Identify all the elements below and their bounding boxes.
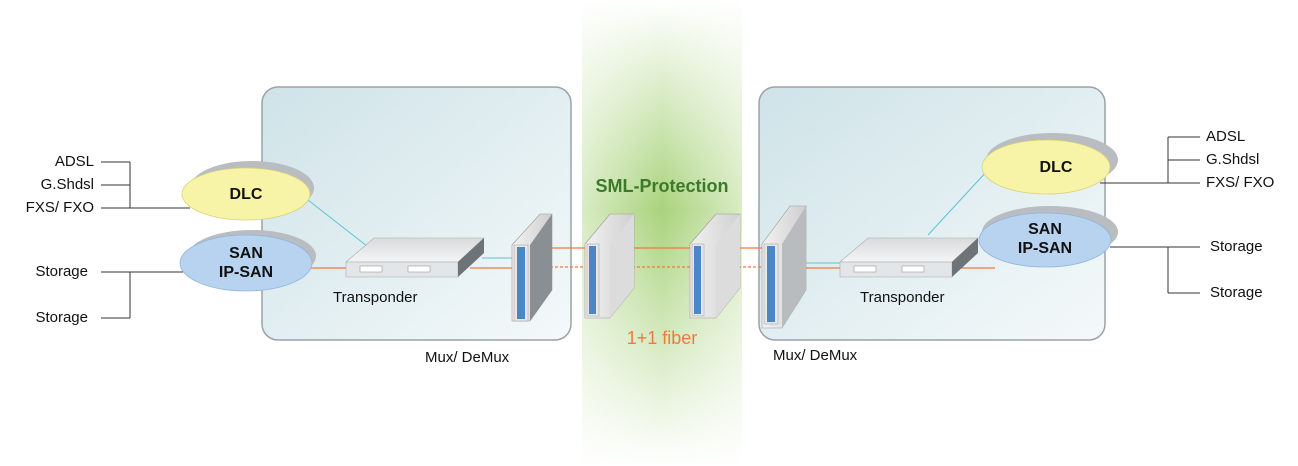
left-mux-label: Mux/ DeMux — [425, 349, 510, 366]
fiber-label: 1+1 fiber — [626, 328, 698, 348]
right-transponder — [839, 237, 979, 278]
right-service-lines — [1100, 136, 1200, 294]
right-dlc-label: DLC — [1039, 159, 1073, 176]
right-san-label: SAN — [1028, 221, 1062, 238]
mid-right-mux-panel — [689, 213, 741, 319]
left-service-storage-1: Storage — [35, 263, 88, 280]
left-service-adsl: ADSL — [54, 153, 94, 170]
right-service-gshdsl: G.Shdsl — [1206, 151, 1260, 168]
right-dlc-cloud — [981, 133, 1118, 195]
right-mux-panel — [761, 205, 807, 329]
left-service-fxs-fxo: FXS/ FXO — [25, 199, 94, 216]
protection-title: SML-Protection — [595, 176, 729, 196]
left-ipsan-label: IP-SAN — [218, 264, 274, 281]
left-transponder — [345, 237, 485, 278]
left-san-label: SAN — [229, 245, 263, 262]
left-dlc-cloud — [181, 161, 314, 221]
right-service-storage-1: Storage — [1210, 238, 1263, 255]
right-service-adsl: ADSL — [1206, 128, 1246, 145]
right-mux-label: Mux/ DeMux — [773, 347, 858, 364]
left-transponder-label: Transponder — [333, 289, 418, 306]
left-service-storage-2: Storage — [35, 309, 88, 326]
left-mux-panel — [511, 213, 553, 322]
right-ipsan-label: IP-SAN — [1017, 240, 1073, 257]
right-san-cloud — [978, 206, 1118, 268]
right-service-storage-2: Storage — [1210, 284, 1263, 301]
right-transponder-label: Transponder — [860, 289, 945, 306]
left-san-cloud — [179, 230, 316, 292]
mid-left-mux-panel — [584, 213, 635, 319]
right-service-fxs-fxo: FXS/ FXO — [1206, 174, 1275, 191]
left-service-gshdsl: G.Shdsl — [40, 176, 94, 193]
left-service-lines — [101, 161, 190, 319]
left-dlc-label: DLC — [229, 186, 263, 203]
